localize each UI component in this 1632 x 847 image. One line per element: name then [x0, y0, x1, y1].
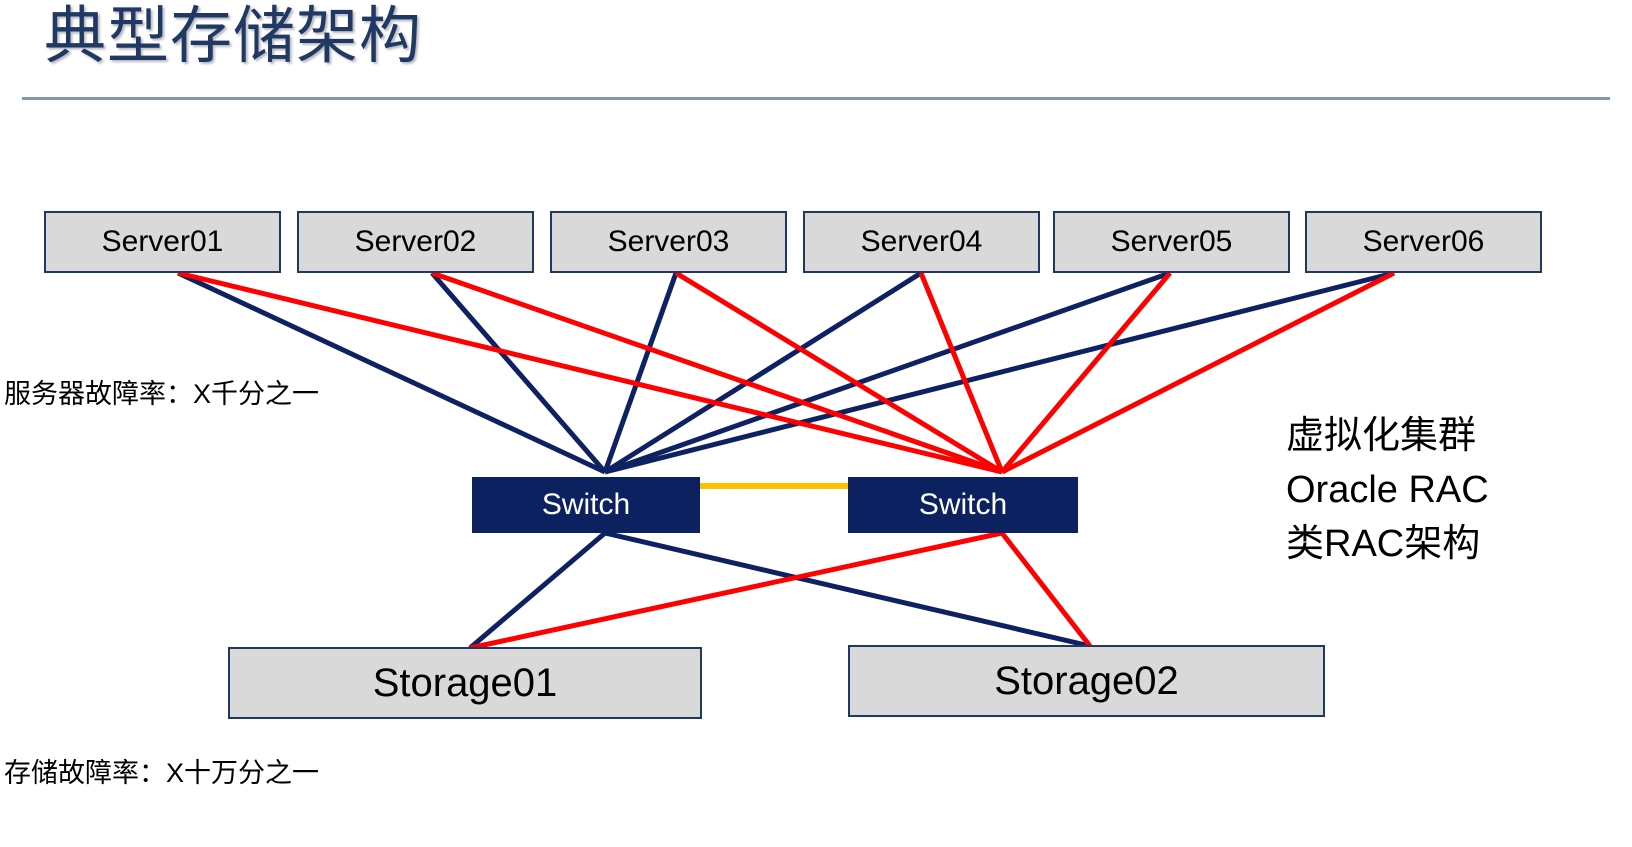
- link-server-to-right-switch-6: [1000, 270, 1396, 475]
- architecture-side-note: 虚拟化集群 Oracle RAC 类RAC架构: [1286, 410, 1489, 572]
- link-server-to-right-switch-3: [674, 270, 1004, 475]
- storage-node-label: Storage01: [372, 660, 558, 705]
- storage-failure-rate-note: 存储故障率：X十万分之一: [4, 758, 320, 788]
- link-server-to-left-switch-4: [603, 270, 923, 475]
- server-node-5[interactable]: Server05: [1053, 211, 1290, 273]
- link-server-to-left-switch-6: [604, 270, 1395, 475]
- links-switches-to-storage: [468, 530, 1092, 651]
- link-server-to-left-switch-5: [604, 270, 1171, 475]
- link-server-to-left-switch-1: [176, 270, 607, 475]
- server-node-label: Server01: [101, 225, 224, 258]
- link-switch-to-storage-4: [1000, 531, 1092, 648]
- side-note-line-1: 虚拟化集群: [1286, 415, 1477, 457]
- link-switch-to-storage-3: [469, 530, 1003, 651]
- link-server-to-right-switch-1: [177, 270, 1003, 475]
- switch-node-label: Switch: [918, 488, 1008, 521]
- server-node-4[interactable]: Server04: [803, 211, 1040, 273]
- server-node-label: Server04: [860, 225, 983, 258]
- link-switch-to-storage-1: [468, 531, 607, 650]
- page-title: 典型存储架构: [44, 2, 423, 71]
- storage-node-1[interactable]: Storage01: [228, 647, 702, 719]
- server-node-3[interactable]: Server03: [550, 211, 787, 273]
- server-failure-rate-note: 服务器故障率：X千分之一: [4, 379, 320, 409]
- server-node-2[interactable]: Server02: [297, 211, 534, 273]
- server-node-6[interactable]: Server06: [1305, 211, 1542, 273]
- link-server-to-left-switch-2: [430, 271, 607, 474]
- title-divider: [22, 97, 1610, 100]
- links-servers-to-left-switch: [176, 270, 1395, 475]
- side-note-line-3: 类RAC架构: [1286, 522, 1481, 565]
- switch-node-label: Switch: [541, 488, 631, 521]
- link-server-to-left-switch-3: [602, 272, 679, 473]
- server-node-label: Server06: [1362, 225, 1485, 258]
- side-note-line-2: Oracle RAC: [1286, 468, 1489, 511]
- server-node-label: Server02: [354, 225, 477, 258]
- links-servers-to-right-switch: [177, 270, 1396, 475]
- link-server-to-right-switch-5: [1000, 271, 1172, 474]
- link-server-to-right-switch-2: [431, 270, 1003, 475]
- link-switch-to-storage-2: [604, 530, 1091, 649]
- server-node-1[interactable]: Server01: [44, 211, 281, 273]
- switch-node-left[interactable]: Switch: [472, 477, 700, 533]
- switch-node-right[interactable]: Switch: [848, 477, 1078, 533]
- server-node-label: Server05: [1110, 225, 1233, 258]
- server-node-label: Server03: [607, 225, 730, 258]
- storage-node-label: Storage02: [994, 658, 1179, 703]
- link-server-to-right-switch-4: [918, 272, 1005, 473]
- storage-node-2[interactable]: Storage02: [848, 645, 1325, 717]
